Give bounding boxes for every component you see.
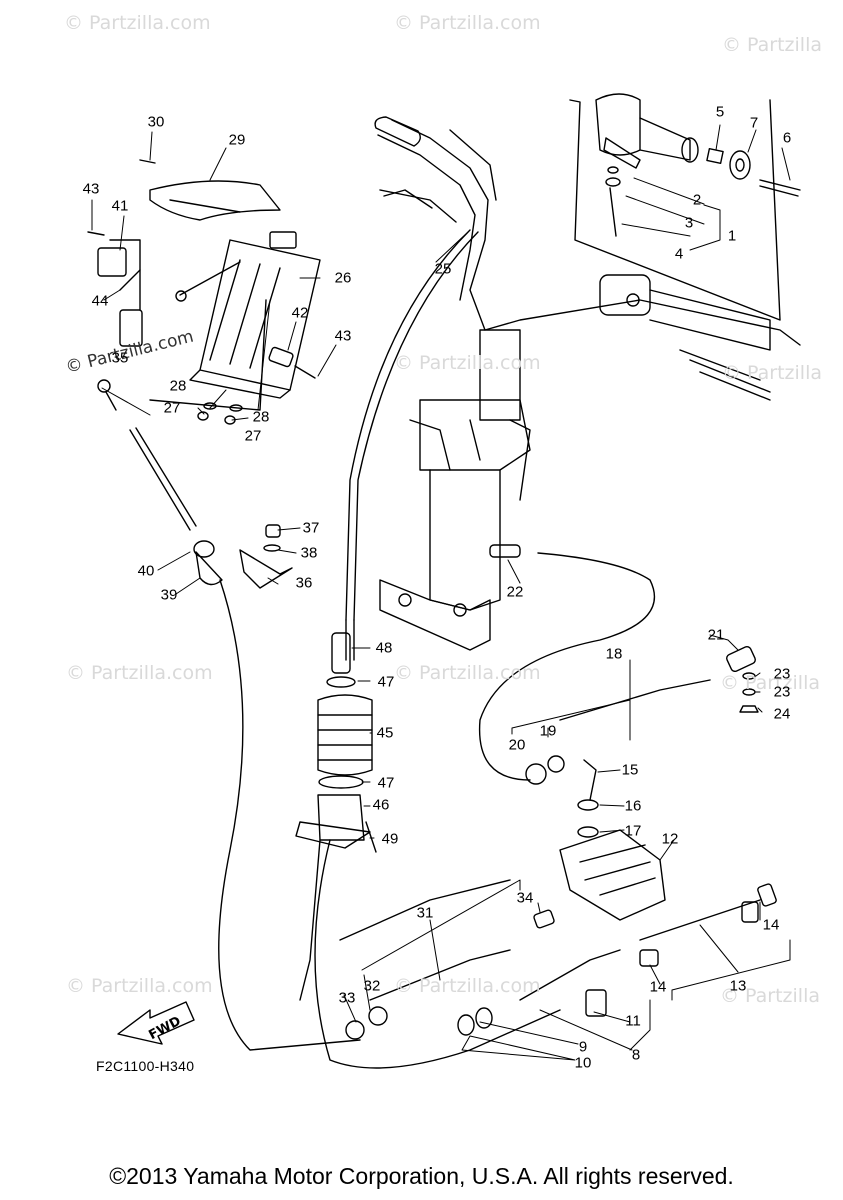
watermark: © Partzilla.com: [66, 975, 213, 997]
callout-lines: [91, 124, 791, 1061]
handlebar: [374, 116, 801, 401]
part-number-42: 42: [291, 304, 309, 322]
part-number-47a: 47: [377, 673, 395, 691]
cables: [129, 229, 761, 1069]
part-number-6: 6: [782, 129, 792, 147]
part-number-1: 1: [727, 227, 737, 245]
steering-boot: [295, 632, 377, 853]
small-hardware-right: [345, 544, 777, 1040]
part-number-41: 41: [111, 197, 129, 215]
part-number-10: 10: [574, 1054, 592, 1072]
part-number-31: 31: [416, 904, 434, 922]
part-number-26: 26: [334, 269, 352, 287]
part-number-28a: 28: [169, 377, 187, 395]
part-number-8: 8: [631, 1046, 641, 1064]
control-box-left: [87, 159, 321, 589]
part-number-11: 11: [625, 1012, 641, 1030]
part-number-30: 30: [147, 113, 165, 131]
watermark: © Partzilla.com: [394, 662, 541, 684]
watermark: © Partzilla.com: [66, 662, 213, 684]
part-number-25: 25: [434, 260, 452, 278]
part-number-22: 22: [506, 583, 524, 601]
part-number-49: 49: [381, 830, 399, 848]
part-number-28b: 28: [252, 408, 270, 426]
watermark: © Partzilla: [720, 985, 821, 1007]
diagram-code: F2C1100-H340: [96, 1058, 195, 1074]
part-number-15: 15: [621, 761, 639, 779]
part-number-20: 20: [508, 736, 526, 754]
part-number-46: 46: [372, 796, 390, 814]
part-number-21: 21: [707, 626, 725, 644]
watermark: © Partzilla.com: [394, 12, 541, 34]
part-number-34: 34: [516, 889, 534, 907]
part-number-47b: 47: [377, 774, 395, 792]
part-number-19: 19: [539, 722, 557, 740]
part-number-36: 36: [295, 574, 313, 592]
fwd-arrow: [117, 1001, 195, 1045]
part-number-43b: 43: [334, 327, 352, 345]
part-number-13: 13: [729, 977, 747, 995]
part-number-35: 35: [111, 349, 129, 367]
part-number-43a: 43: [82, 180, 100, 198]
steering-column: [379, 329, 531, 651]
part-number-32: 32: [363, 977, 381, 995]
watermark: © Partzilla.com: [394, 352, 541, 374]
part-number-7: 7: [749, 114, 759, 132]
part-number-27a: 27: [163, 399, 181, 417]
part-number-44: 44: [91, 292, 109, 310]
part-number-29: 29: [228, 131, 246, 149]
part-number-33: 33: [338, 989, 356, 1007]
part-number-37: 37: [302, 519, 320, 537]
watermark: © Partzilla: [722, 362, 823, 384]
watermark: © Partzilla.com: [394, 975, 541, 997]
part-number-14b: 14: [762, 916, 780, 934]
part-number-16: 16: [624, 797, 642, 815]
part-number-24: 24: [773, 705, 791, 723]
copyright-notice: ©2013 Yamaha Motor Corporation, U.S.A. A…: [109, 1163, 734, 1189]
part-number-3: 3: [684, 214, 694, 232]
part-number-45: 45: [376, 724, 394, 742]
watermark: © Partzilla: [720, 672, 821, 694]
part-number-23b: 23: [773, 683, 791, 701]
watermark: © Partzilla.com: [64, 12, 211, 34]
part-number-9: 9: [578, 1038, 588, 1056]
part-number-39: 39: [160, 586, 178, 604]
part-number-2: 2: [692, 191, 702, 209]
part-number-12: 12: [661, 830, 679, 848]
part-number-14a: 14: [649, 978, 667, 996]
part-number-38: 38: [300, 544, 318, 562]
part-number-40: 40: [137, 562, 155, 580]
throttle-grip-assembly: [569, 93, 801, 321]
part-number-5: 5: [715, 103, 725, 121]
part-number-48: 48: [375, 639, 393, 657]
part-number-4: 4: [674, 245, 684, 263]
watermark: © Partzilla: [722, 34, 823, 56]
part-number-23a: 23: [773, 665, 791, 683]
part-number-27b: 27: [244, 427, 262, 445]
part-number-18: 18: [605, 645, 623, 663]
part-number-17: 17: [624, 822, 642, 840]
